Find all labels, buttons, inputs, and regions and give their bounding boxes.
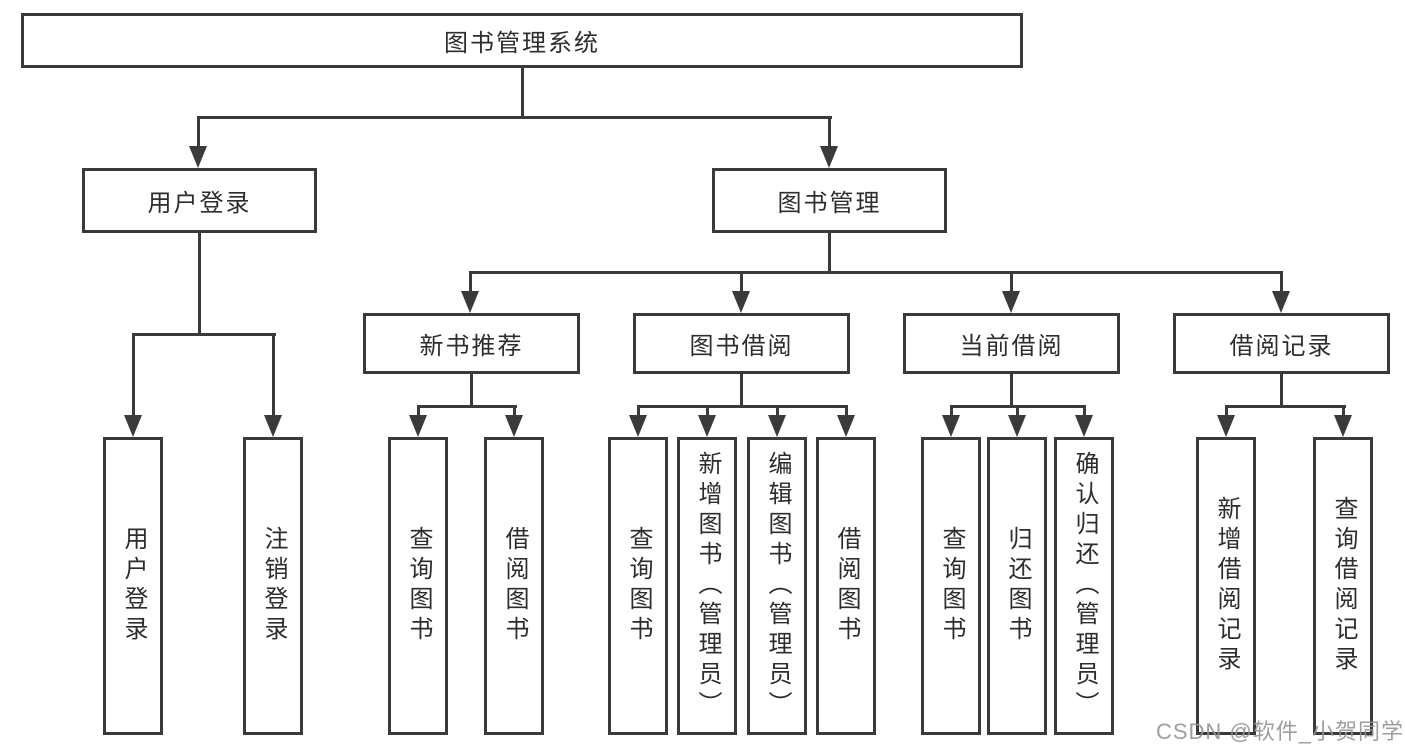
line-segment: [1280, 272, 1283, 292]
arrowhead-icon: [698, 415, 716, 437]
arrowhead-icon: [264, 415, 282, 437]
arrowhead-icon: [732, 291, 750, 313]
arrowhead-icon: [409, 415, 427, 437]
node-book-borrowing: 图书借阅: [633, 313, 850, 374]
line-segment: [776, 406, 779, 417]
node-label: 确认归还（管理员）: [1071, 451, 1098, 721]
line-segment: [950, 406, 953, 417]
line-segment: [845, 406, 848, 417]
line-segment: [417, 405, 517, 408]
leaf-logout: 注销登录: [243, 437, 303, 735]
node-label: 借阅图书: [501, 526, 528, 646]
node-book-management: 图书管理: [712, 168, 947, 233]
arrowhead-icon: [820, 146, 838, 168]
leaf-query-borrow-record: 查询借阅记录: [1313, 437, 1373, 735]
line-segment: [417, 406, 420, 417]
line-segment: [1010, 374, 1013, 407]
line-segment: [470, 374, 473, 407]
line-segment: [1225, 405, 1346, 408]
line-segment: [469, 271, 1283, 274]
arrowhead-icon: [1272, 291, 1290, 313]
line-segment: [740, 374, 743, 407]
arrowhead-icon: [1075, 415, 1093, 437]
arrowhead-icon: [461, 291, 479, 313]
node-label: 查询图书: [625, 526, 652, 646]
line-segment: [132, 334, 135, 416]
leaf-user-login: 用户登录: [103, 437, 163, 735]
leaf-edit-books-admin: 编辑图书（管理员）: [747, 437, 807, 735]
arrowhead-icon: [189, 146, 207, 168]
line-segment: [828, 233, 831, 274]
arrowhead-icon: [942, 415, 960, 437]
arrowhead-icon: [1008, 415, 1026, 437]
node-label: 借阅图书: [833, 526, 860, 646]
leaf-confirm-return-admin: 确认归还（管理员）: [1054, 437, 1114, 735]
node-label: 图书借阅: [689, 333, 794, 360]
line-segment: [469, 272, 472, 292]
leaf-add-books-admin: 新增图书（管理员）: [677, 437, 737, 735]
line-segment: [637, 406, 640, 417]
leaf-borrow-books-borrow: 借阅图书: [816, 437, 876, 735]
arrowhead-icon: [768, 415, 786, 437]
node-label: 注销登录: [260, 526, 287, 646]
arrowhead-icon: [1334, 415, 1352, 437]
csdn-watermark: CSDN @软件_小贺同学: [1155, 719, 1404, 744]
node-label: 归还图书: [1004, 526, 1031, 646]
line-segment: [272, 334, 275, 416]
line-segment: [513, 406, 516, 417]
line-segment: [1225, 406, 1228, 417]
line-segment: [637, 405, 848, 408]
node-label: 图书管理: [777, 190, 882, 217]
leaf-query-books-recommend: 查询图书: [388, 437, 448, 735]
arrowhead-icon: [1002, 291, 1020, 313]
node-label: 查询图书: [405, 526, 432, 646]
line-segment: [1010, 272, 1013, 292]
leaf-query-books-borrow: 查询图书: [608, 437, 668, 735]
node-label: 图书管理系统: [444, 30, 600, 57]
arrowhead-icon: [837, 415, 855, 437]
line-segment: [197, 116, 832, 119]
arrowhead-icon: [1217, 415, 1235, 437]
node-label: 查询借阅记录: [1330, 496, 1357, 676]
node-label: 用户登录: [147, 190, 252, 217]
line-segment: [706, 406, 709, 417]
leaf-add-borrow-record: 新增借阅记录: [1196, 437, 1256, 735]
line-segment: [197, 117, 200, 147]
node-new-book-recommendation: 新书推荐: [363, 313, 580, 374]
leaf-borrow-books-recommend: 借阅图书: [484, 437, 544, 735]
line-segment: [521, 68, 524, 118]
arrowhead-icon: [505, 415, 523, 437]
line-segment: [198, 233, 201, 336]
node-borrowing-records: 借阅记录: [1173, 313, 1390, 374]
node-label: 新增借阅记录: [1213, 496, 1240, 676]
line-segment: [132, 333, 276, 336]
node-library-management-system: 图书管理系统: [21, 13, 1023, 68]
leaf-return-books: 归还图书: [987, 437, 1047, 735]
leaf-query-books-current: 查询图书: [921, 437, 981, 735]
node-current-borrowing: 当前借阅: [903, 313, 1120, 374]
node-label: 编辑图书（管理员）: [764, 451, 791, 721]
arrowhead-icon: [629, 415, 647, 437]
line-segment: [1280, 374, 1283, 407]
line-segment: [1342, 406, 1345, 417]
node-label: 新增图书（管理员）: [694, 451, 721, 721]
line-segment: [828, 117, 831, 147]
line-segment: [1016, 406, 1019, 417]
node-label: 查询图书: [938, 526, 965, 646]
node-label: 新书推荐: [419, 333, 524, 360]
node-label: 借阅记录: [1229, 333, 1334, 360]
line-segment: [740, 272, 743, 292]
node-label: 用户登录: [120, 526, 147, 646]
arrowhead-icon: [124, 415, 142, 437]
line-segment: [1083, 406, 1086, 417]
node-label: 当前借阅: [959, 333, 1064, 360]
node-user-login: 用户登录: [82, 168, 317, 233]
